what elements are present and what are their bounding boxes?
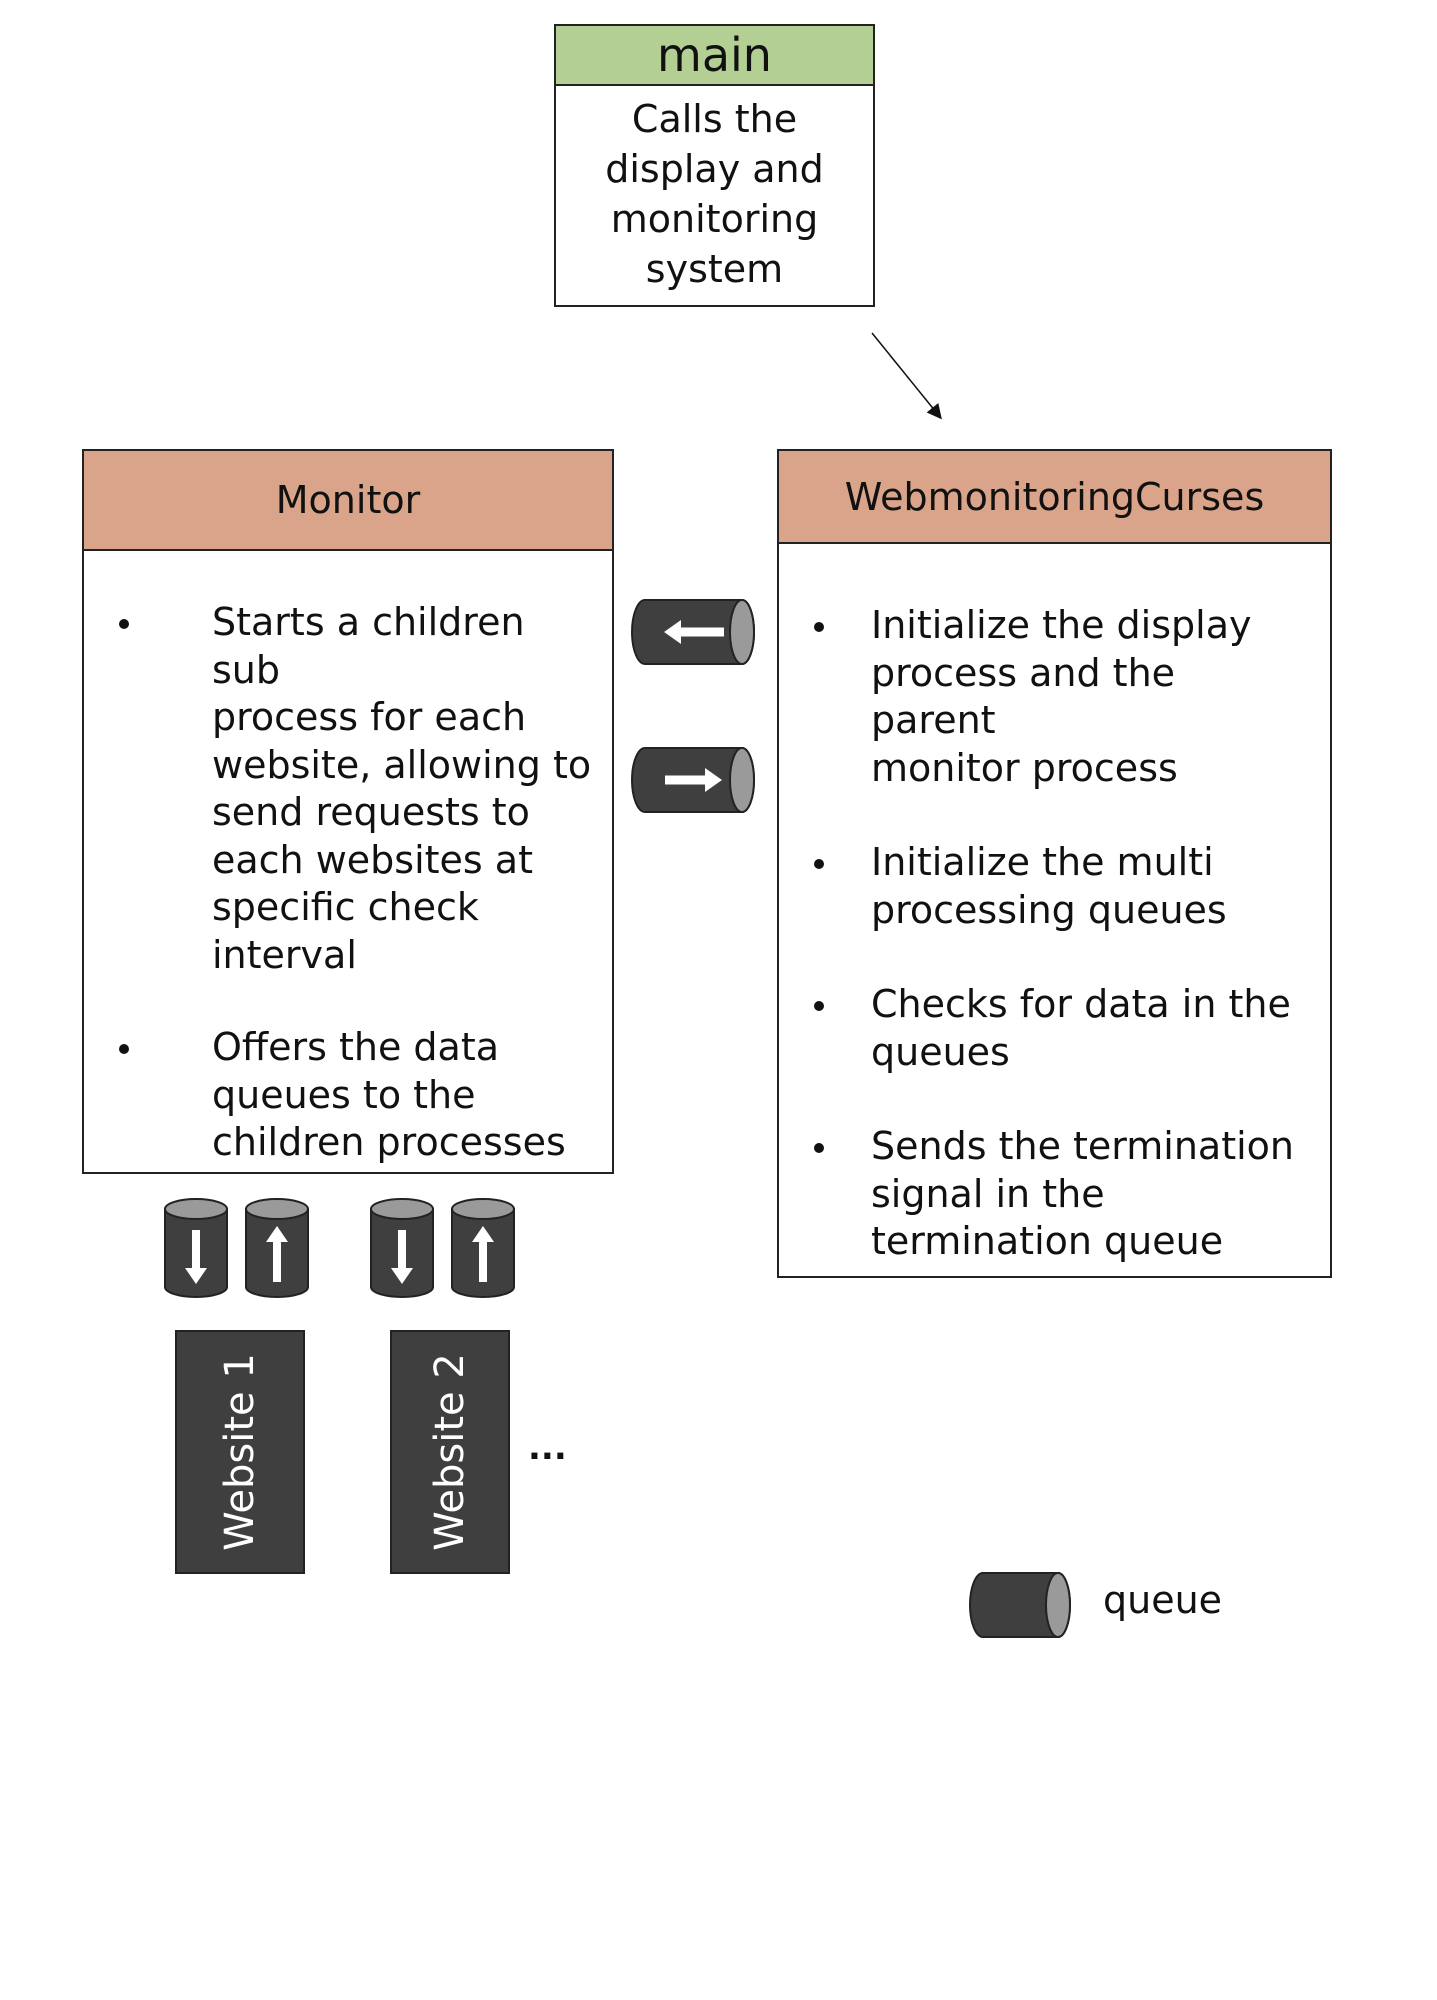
monitor-box: Monitor Starts a children sub process fo…: [82, 449, 614, 1174]
website-2-block: Website 2: [390, 1330, 510, 1574]
main-line: system: [645, 247, 784, 291]
main-line: monitoring: [610, 197, 819, 241]
legend-label: queue: [1103, 1578, 1223, 1622]
curses-bullet-list: Initialize the display process and the p…: [779, 602, 1330, 1266]
queue-to-monitor-icon: [631, 599, 755, 665]
bullet-line: send requests to: [212, 790, 530, 834]
bullet-line: process for each: [212, 695, 527, 739]
main-line: display and: [605, 147, 824, 191]
curses-bullet: Sends the termination signal in the term…: [779, 1123, 1330, 1266]
bullet-line: Starts a children sub: [212, 600, 525, 692]
bullet-line: specific check: [212, 885, 479, 929]
monitor-bullet-list: Starts a children sub process for each w…: [84, 599, 612, 1167]
bullet-icon: [119, 1044, 129, 1054]
bullet-line: queues to the: [212, 1072, 476, 1117]
bullet-icon: [119, 619, 129, 629]
website-2-up-queue-icon: [451, 1198, 515, 1298]
curses-bullet: Initialize the display process and the p…: [779, 602, 1330, 792]
queue-to-curses-icon: [631, 747, 755, 813]
more-websites-ellipsis: ...: [528, 1428, 567, 1468]
curses-bullet: Checks for data in the queues: [779, 981, 1330, 1076]
website-1-up-queue-icon: [245, 1198, 309, 1298]
bullet-line: interval: [212, 932, 357, 977]
bullet-icon: [814, 859, 824, 869]
bullet-line: queues: [871, 1029, 1010, 1074]
website-1-down-queue-icon: [164, 1198, 228, 1298]
curses-box: WebmonitoringCurses Initialize the displ…: [777, 449, 1332, 1278]
curses-bullet: Initialize the multi processing queues: [779, 839, 1330, 934]
bullet-line: signal in the: [871, 1171, 1105, 1216]
main-box: main Calls the display and monitoring sy…: [554, 24, 875, 307]
queue-icon: [969, 1572, 1071, 1638]
bullet-line: Initialize the multi: [871, 840, 1214, 884]
monitor-bullet: Starts a children sub process for each w…: [84, 599, 612, 979]
bullet-line: each websites at: [212, 837, 533, 882]
bullet-line: website, allowing to: [212, 742, 592, 787]
monitor-body: Starts a children sub process for each w…: [84, 599, 612, 1167]
bullet-line: children processes: [212, 1120, 566, 1164]
bullet-line: monitor process: [871, 745, 1178, 790]
main-line: Calls the: [631, 97, 798, 141]
bullet-line: Checks for data in the: [871, 982, 1291, 1026]
bullet-line: Initialize the display: [871, 603, 1252, 647]
curses-body: Initialize the display process and the p…: [779, 602, 1330, 1266]
main-description: Calls the display and monitoring system: [556, 86, 873, 294]
bullet-line: processing queues: [871, 887, 1227, 932]
bullet-line: Sends the termination: [871, 1124, 1294, 1168]
bullet-line: process and the parent: [871, 650, 1176, 743]
bullet-line: Offers the data: [212, 1025, 500, 1069]
monitor-bullet: Offers the data queues to the children p…: [84, 1024, 612, 1167]
bullet-icon: [814, 622, 824, 632]
website-2-down-queue-icon: [370, 1198, 434, 1298]
bullet-icon: [814, 1001, 824, 1011]
main-title: main: [556, 26, 873, 86]
curses-title: WebmonitoringCurses: [779, 451, 1330, 544]
monitor-title: Monitor: [84, 451, 612, 551]
bullet-line: termination queue: [871, 1219, 1224, 1263]
bullet-icon: [814, 1143, 824, 1153]
main-to-curses-arrow: [871, 332, 942, 420]
website-1-block: Website 1: [175, 1330, 305, 1574]
